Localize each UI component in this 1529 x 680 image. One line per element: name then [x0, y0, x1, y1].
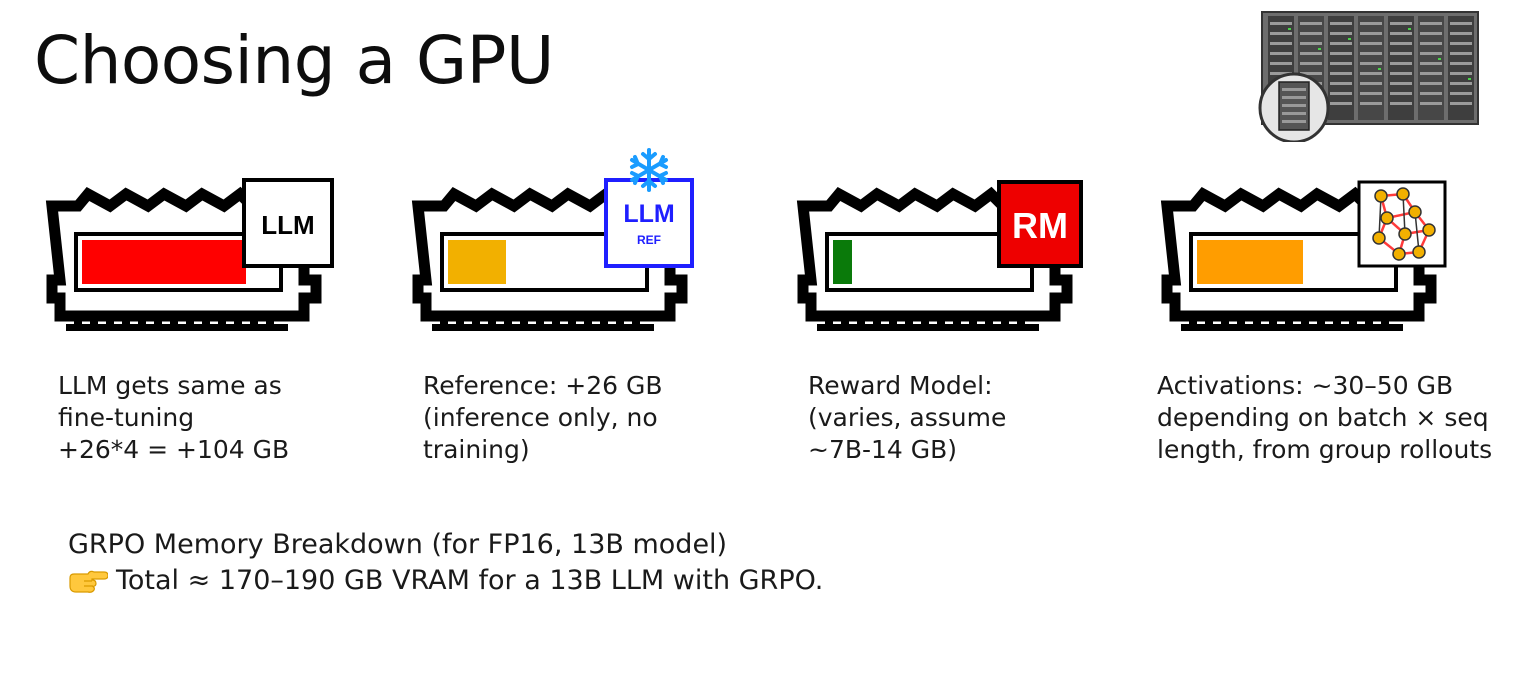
llm-badge-label: LLM [261, 210, 314, 240]
pointing-hand-icon [68, 568, 109, 594]
memory-module-ref: LLM REF [411, 148, 718, 336]
ref-badge-sublabel: REF [637, 233, 661, 247]
memory-module-llm: LLM [45, 176, 352, 336]
memory-fill-bar [1197, 240, 1303, 284]
memory-fill-bar [833, 240, 852, 284]
caption-activations: Activations: ~30–50 GB depending on batc… [1157, 371, 1493, 464]
server-rack-icon [1248, 6, 1484, 144]
caption-llm: LLM gets same as fine-tuning +26*4 = +10… [58, 371, 290, 464]
caption-rm: Reward Model: (varies, assume ~7B-14 GB) [808, 371, 1007, 464]
snowflake-icon [630, 148, 668, 192]
caption-ref: Reference: +26 GB (inference only, no tr… [423, 371, 663, 464]
memory-module-rm: RM [796, 176, 1103, 336]
memory-module-activations [1160, 176, 1467, 336]
summary-total: Total ≈ 170–190 GB VRAM for a 13B LLM wi… [68, 563, 823, 599]
memory-fill-bar [82, 240, 246, 284]
memory-fill-bar [448, 240, 506, 284]
summary-block: GRPO Memory Breakdown (for FP16, 13B mod… [68, 527, 823, 599]
ref-badge-label: LLM [623, 200, 674, 228]
network-graph-icon [1372, 187, 1436, 261]
page-title: Choosing a GPU [34, 22, 554, 99]
rm-badge-label: RM [1012, 205, 1068, 246]
summary-heading: GRPO Memory Breakdown (for FP16, 13B mod… [68, 529, 728, 560]
